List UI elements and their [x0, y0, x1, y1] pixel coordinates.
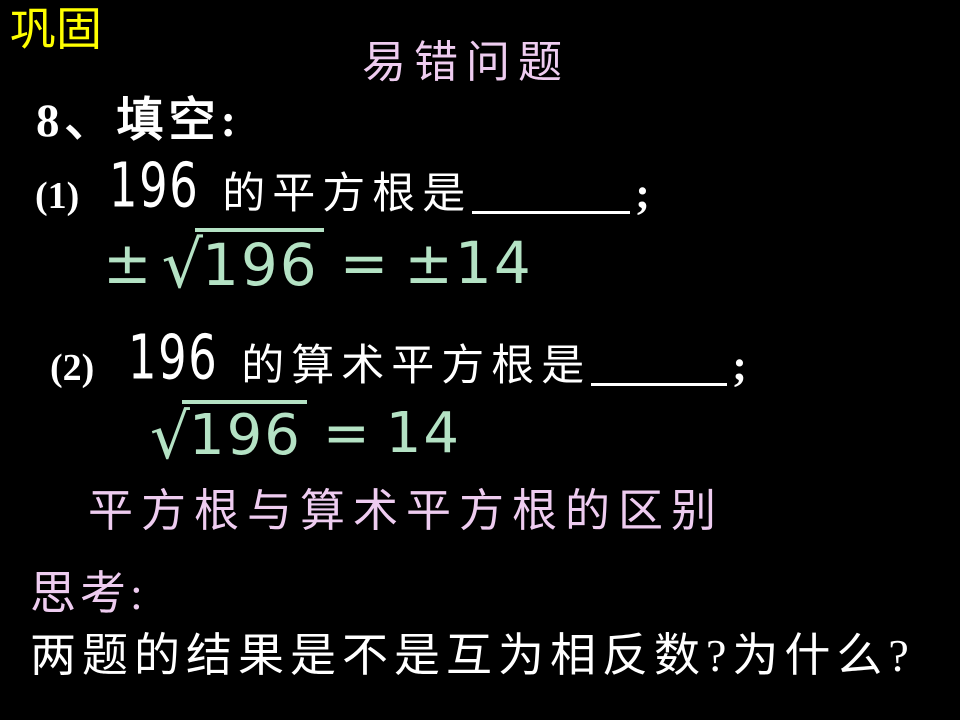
radical-sign: √	[161, 228, 203, 303]
radicand-value: 196	[195, 228, 324, 299]
radical-sign-2: √	[150, 400, 190, 473]
distinction-note: 平方根与算术平方根的区别	[88, 486, 725, 536]
question-heading: 8、填空:	[36, 95, 242, 147]
item-2-prompt: 的算术平方根是	[241, 343, 592, 390]
handwritten-answer-1: ± √ 196 = ±14	[103, 226, 533, 303]
corner-badge: 巩固	[10, 4, 102, 55]
item-1-prompt: 的平方根是	[222, 171, 473, 218]
equals-sign-2: =	[322, 400, 370, 466]
equals-sign: =	[339, 229, 389, 297]
answer-result-2: 14	[385, 400, 462, 466]
plus-minus-sign: ±	[103, 229, 152, 297]
fill-blank-item-2: (2) 196 的算术平方根是 ;	[50, 323, 747, 394]
answer-result: ±14	[404, 229, 533, 297]
item-1-answer-blank	[472, 211, 631, 215]
item-1-punctuation: ;	[635, 169, 650, 218]
item-2-label: (2)	[50, 347, 95, 389]
item-2-punctuation: ;	[732, 341, 747, 390]
think-question: 两题的结果是不是互为相反数?为什么?	[30, 630, 915, 681]
item-2-number: 196	[128, 322, 219, 394]
handwritten-answer-2: √ 196 = 14	[140, 398, 462, 473]
radicand-value-2: 196	[181, 399, 307, 468]
item-2-answer-blank	[591, 383, 728, 387]
item-1-number: 196	[109, 150, 200, 222]
slide-title: 易错问题	[362, 38, 570, 87]
item-1-label: (1)	[35, 175, 80, 217]
think-label: 思考:	[30, 568, 147, 619]
fill-blank-item-1: (1) 196 的平方根是 ;	[35, 151, 650, 222]
